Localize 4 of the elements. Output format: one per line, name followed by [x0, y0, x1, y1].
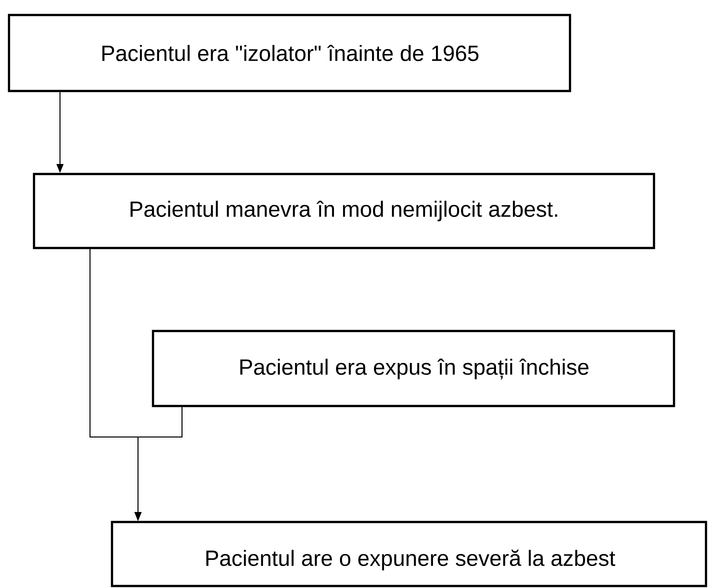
process-box: Pacientul are o expunere severă la azbest: [110, 520, 708, 588]
process-box: Pacientul manevra în mod nemijlocit azbest.: [32, 172, 656, 250]
process-box: Pacientul era expus în spații închise: [152, 330, 676, 408]
process-box: Pacientul era "izolator" înainte de 1965: [8, 14, 572, 92]
